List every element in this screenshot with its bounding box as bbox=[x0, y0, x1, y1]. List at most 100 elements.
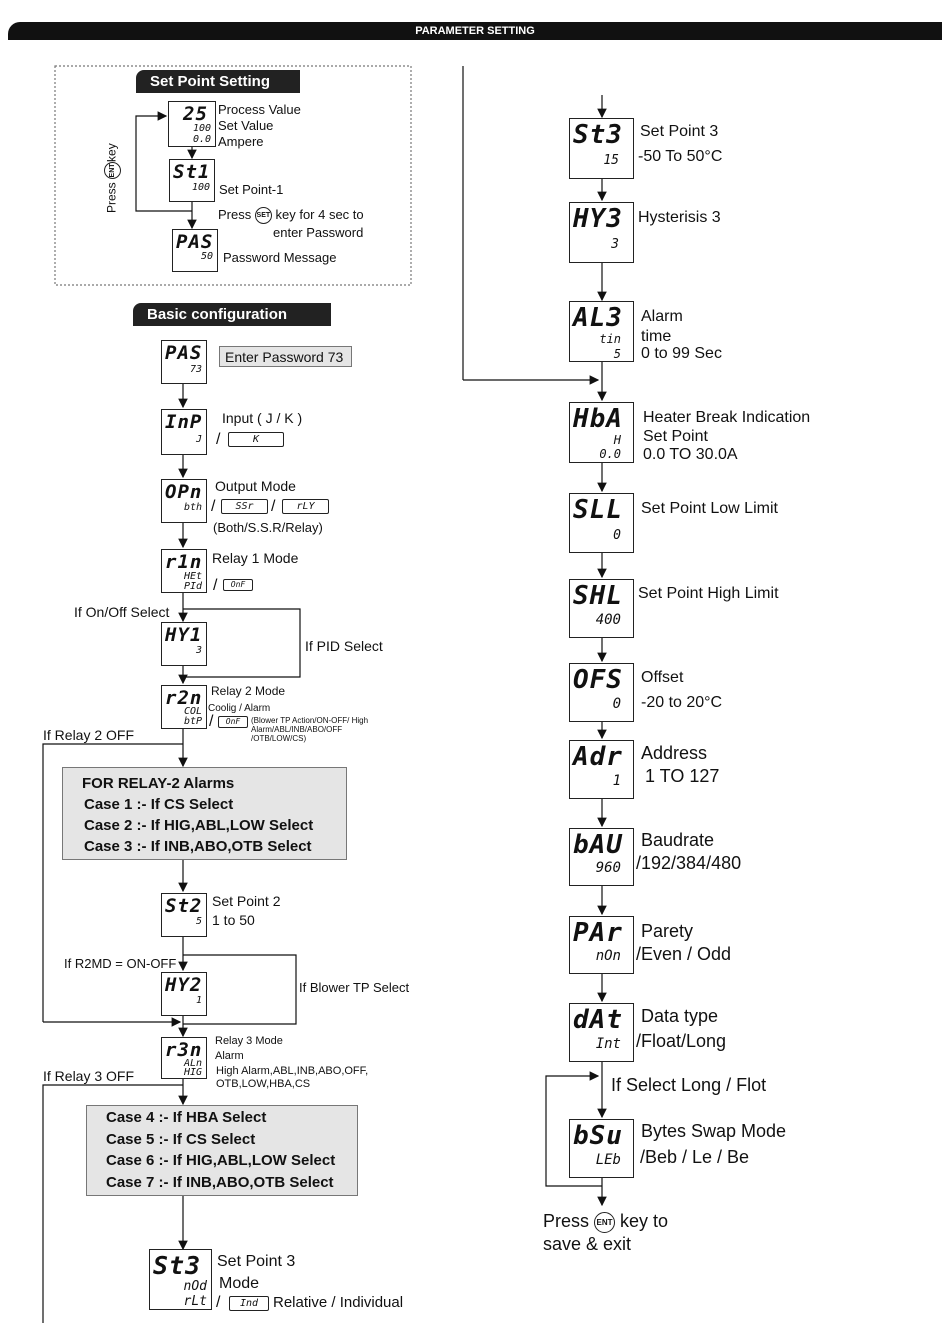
lcd-top: PAS bbox=[176, 231, 214, 253]
lcd-bot: 0.0 bbox=[599, 447, 621, 461]
lcd-pas: PAS 73 bbox=[161, 340, 207, 384]
lcd-alarm-time: AL3 tin 5 bbox=[569, 301, 634, 362]
output-mode-label: Output Mode bbox=[215, 478, 296, 494]
lcd-set-point-2: St2 5 bbox=[161, 893, 207, 937]
alarm-label: Alarm bbox=[641, 308, 683, 325]
enter-password-box: Enter Password 73 bbox=[219, 346, 352, 367]
lcd-bot: rLt bbox=[183, 1294, 207, 1309]
parity-label: Parety bbox=[641, 921, 694, 941]
lcd-set-point-high-limit: SHL 400 bbox=[569, 579, 634, 638]
relay2-case-3: Case 3 :- If INB,ABO,OTB Select bbox=[84, 838, 312, 855]
lcd-offset: OFS 0 bbox=[569, 663, 634, 722]
lcd-top: Adr bbox=[573, 742, 623, 772]
ampere-label: Ampere bbox=[218, 134, 264, 149]
relay2-case-1: Case 1 :- If CS Select bbox=[84, 796, 234, 813]
lcd-bot: 15 bbox=[603, 153, 619, 168]
lcd-address: Adr 1 bbox=[569, 740, 634, 799]
section-title-text: Set Point Setting bbox=[150, 73, 270, 90]
lcd-bot: nOn bbox=[595, 948, 621, 964]
lcd-top: St1 bbox=[173, 161, 211, 183]
address-label: Address bbox=[641, 743, 708, 763]
set-key-icon: SET bbox=[254, 207, 272, 225]
lcd-bot: PId bbox=[183, 581, 202, 592]
data-type-options: /Float/Long bbox=[636, 1031, 727, 1051]
lcd-output-mode: OPn bth bbox=[161, 479, 207, 523]
mode-label: Mode bbox=[219, 1275, 260, 1292]
lcd-password: PAS 50 bbox=[172, 229, 218, 272]
relay2-sub-label: Coolig / Alarm bbox=[208, 703, 271, 714]
relay3-options-1: High Alarm,ABL,INB,ABO,OFF, bbox=[216, 1065, 369, 1077]
lcd-bot: 0.0 bbox=[192, 134, 211, 145]
slash: / bbox=[216, 431, 221, 448]
lcd-set-point-3: St3 15 bbox=[569, 118, 634, 179]
enter-password-label: enter Password bbox=[273, 225, 364, 240]
parity-options: /Even / Odd bbox=[636, 944, 732, 964]
input-label: Input ( J / K ) bbox=[222, 410, 303, 426]
if-r2md-label: If R2MD = ON-OFF bbox=[64, 956, 177, 971]
lcd-top: OFS bbox=[573, 665, 623, 695]
set-point-3-label: Set Point 3 bbox=[640, 123, 719, 140]
lcd-top: bAU bbox=[573, 830, 623, 860]
relay3-case-7: Case 7 :- If INB,ABO,OTB Select bbox=[106, 1173, 334, 1191]
lcd-baudrate: bAU 960 bbox=[569, 828, 634, 886]
relay3-options-2: OTB,LOW,HBA,CS bbox=[216, 1078, 311, 1090]
lcd-hysteresis-3: HY3 3 bbox=[569, 202, 634, 263]
lcd-top: SHL bbox=[573, 581, 623, 611]
lcd-process-display: 25 100 0.0 bbox=[168, 101, 216, 147]
lcd-top: OPn bbox=[165, 481, 203, 503]
lcd-top: 25 bbox=[183, 103, 208, 125]
baudrate-options: /192/384/480 bbox=[636, 853, 742, 873]
slash: / bbox=[211, 498, 216, 515]
slash: / bbox=[216, 1294, 221, 1311]
set-point-2-range: 1 to 50 bbox=[212, 912, 255, 928]
page-title: PARAMETER SETTING bbox=[415, 25, 535, 37]
press-ent-save-line1: Press ENT key to bbox=[543, 1211, 668, 1233]
lcd-hy2: HY2 1 bbox=[161, 972, 207, 1016]
press-text: Press bbox=[543, 1211, 590, 1231]
password-message-label: Password Message bbox=[223, 250, 337, 265]
lcd-relay2-mode: r2n COL btP bbox=[161, 685, 207, 729]
set-point-3-mode-label: Set Point 3 bbox=[217, 1253, 296, 1270]
relay2-mode-label: Relay 2 Mode bbox=[211, 684, 286, 698]
process-value-label: Process Value bbox=[218, 102, 301, 117]
lcd-data-type: dAt Int bbox=[569, 1003, 634, 1062]
data-type-label: Data type bbox=[641, 1006, 719, 1026]
relay2-onf-option: OnF bbox=[218, 716, 248, 728]
lcd-mid: HEt bbox=[183, 571, 202, 582]
header-bar: PARAMETER SETTING bbox=[8, 22, 942, 40]
heater-range-label: 0.0 TO 30.0A bbox=[643, 446, 738, 463]
input-alt-option: K bbox=[228, 432, 284, 447]
basic-configuration-title: Basic configuration bbox=[133, 303, 331, 326]
lcd-bot: 0 bbox=[613, 528, 621, 543]
output-ssr-option: SSr bbox=[221, 499, 268, 514]
baudrate-label: Baudrate bbox=[641, 830, 715, 850]
lcd-hy1: HY1 3 bbox=[161, 622, 207, 666]
relative-individual-label: Relative / Individual bbox=[273, 1294, 404, 1311]
lcd-top: bSu bbox=[573, 1121, 623, 1151]
lcd-top: St3 bbox=[573, 120, 623, 150]
press-set-instruction: Press SET key for 4 sec to bbox=[218, 206, 364, 225]
set-point-setting-title: Set Point Setting bbox=[136, 70, 300, 93]
lcd-parity: PAr nOn bbox=[569, 916, 634, 974]
lcd-bot: 0 bbox=[612, 696, 621, 712]
lcd-bytes-swap: bSu LEb bbox=[569, 1119, 634, 1178]
set-point-3-range: -50 To 50°C bbox=[638, 148, 723, 165]
relay3-case-5: Case 5 :- If CS Select bbox=[106, 1130, 256, 1148]
lcd-bot: bth bbox=[183, 502, 202, 513]
offset-label: Offset bbox=[641, 669, 684, 686]
lcd-mid: nOd bbox=[183, 1279, 207, 1294]
lcd-set-point-1: St1 100 bbox=[169, 159, 215, 202]
lcd-top: AL3 bbox=[573, 303, 623, 333]
lcd-bot: 3 bbox=[611, 237, 619, 252]
lcd-top: r3n bbox=[165, 1039, 203, 1061]
lcd-bot: 3 bbox=[195, 645, 202, 656]
lcd-bot: 50 bbox=[200, 251, 213, 262]
save-exit-label: save & exit bbox=[543, 1234, 632, 1254]
bytes-swap-options: /Beb / Le / Be bbox=[640, 1147, 750, 1167]
lcd-bot: 100 bbox=[191, 182, 210, 193]
lcd-mid: ALn bbox=[183, 1058, 202, 1069]
lcd-top: HY2 bbox=[165, 974, 203, 996]
heater-break-label: Heater Break Indication bbox=[643, 409, 811, 426]
lcd-mid: 100 bbox=[192, 123, 211, 134]
